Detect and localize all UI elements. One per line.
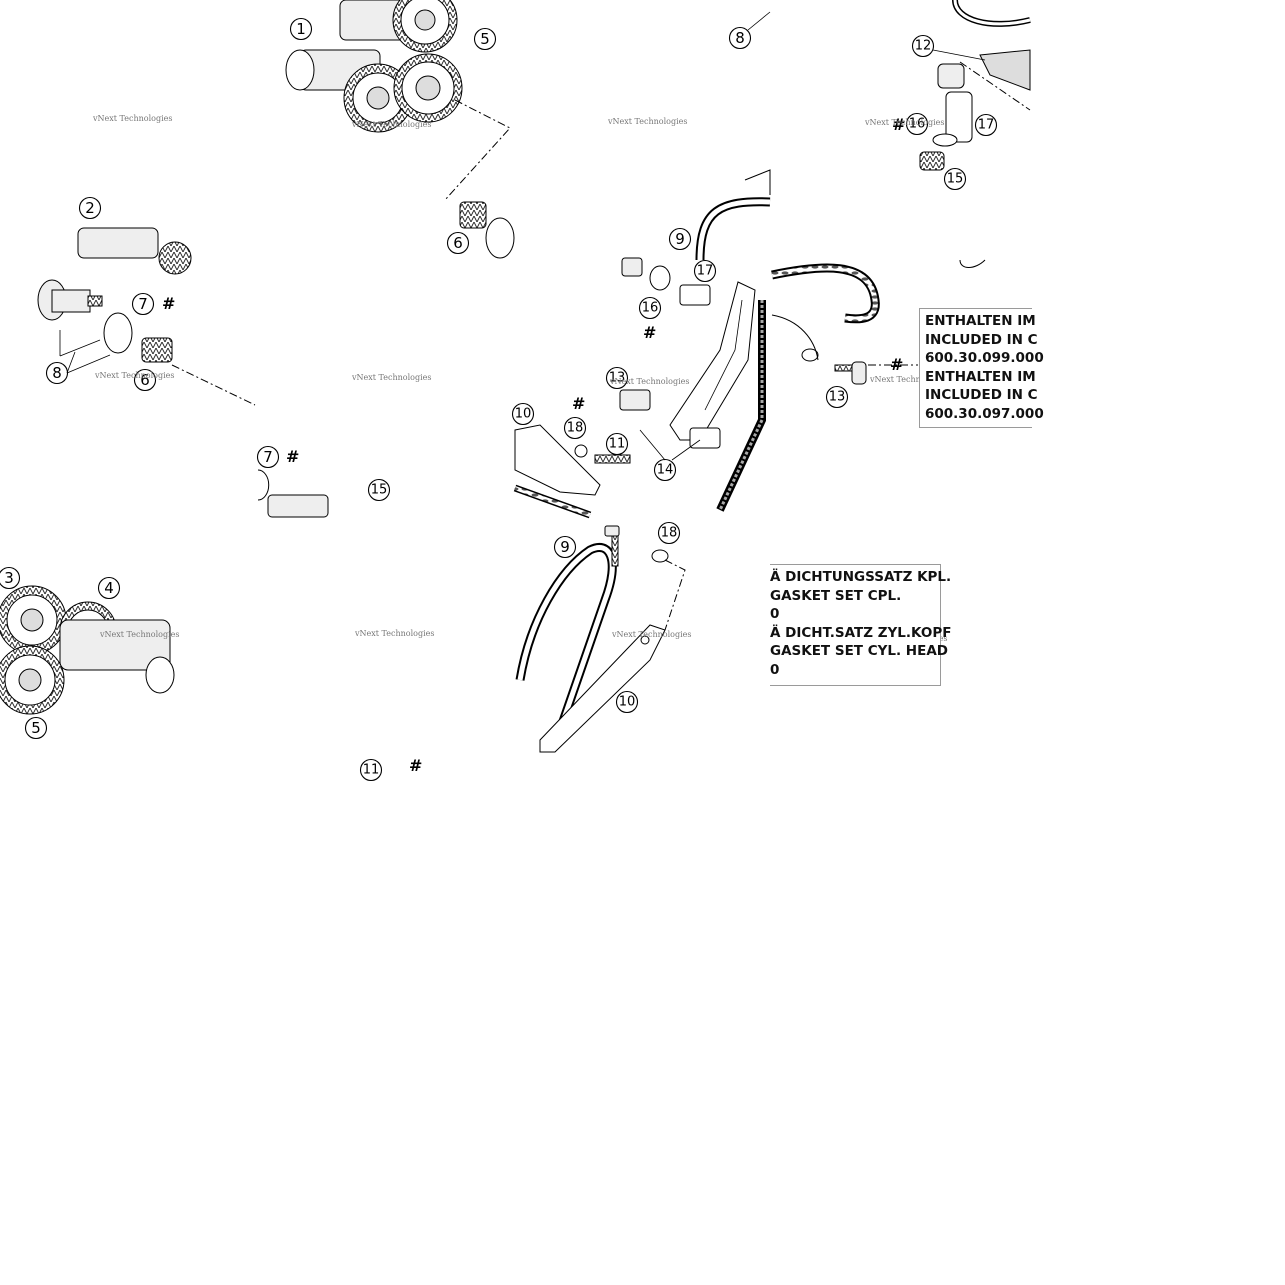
note-line: GASKET SET CPL. xyxy=(770,587,902,604)
note-line: Ä DICHT.SATZ ZYL.KOPF xyxy=(770,624,952,641)
callout-17: 17 xyxy=(978,118,995,133)
hash-mark: # xyxy=(892,115,905,134)
callout-8b: 8 xyxy=(52,364,62,382)
callout-10b: 10 xyxy=(619,695,636,710)
hash-mark: # xyxy=(572,394,585,413)
hash-mark: # xyxy=(643,323,656,342)
hash-mark: # xyxy=(890,355,903,374)
callout-9: 9 xyxy=(675,230,685,248)
note-line: Ä DICHTUNGSSATZ KPL. xyxy=(770,569,952,585)
watermark: vNext Technologies xyxy=(609,377,689,386)
callout-8: 8 xyxy=(735,29,745,47)
tensioner-rail xyxy=(669,281,756,441)
callout-13: 13 xyxy=(609,371,626,386)
callout-13b: 13 xyxy=(829,390,846,405)
callout-3: 3 xyxy=(4,569,14,587)
callout-11: 11 xyxy=(609,437,626,452)
timing-chain-lower xyxy=(515,543,617,732)
callout-16: 16 xyxy=(909,117,926,132)
timing-chain-right xyxy=(771,259,986,362)
callout-6: 6 xyxy=(453,234,463,252)
guide-rail-lower xyxy=(539,624,666,753)
callout-5b: 5 xyxy=(31,719,41,737)
callout-2: 2 xyxy=(85,199,95,217)
mounting-bolts xyxy=(574,257,721,464)
camshaft-assembly-top xyxy=(285,0,463,133)
watermark: vNext Technologies xyxy=(94,371,174,380)
callout-11b: 11 xyxy=(363,763,380,778)
bearing-shaft-assembly xyxy=(37,279,173,363)
guide-rail-left xyxy=(514,424,601,496)
note-line: ENTHALTEN IM xyxy=(925,368,1036,385)
callout-15: 15 xyxy=(947,172,964,187)
camshaft-2 xyxy=(77,227,192,275)
callout-4: 4 xyxy=(104,579,114,597)
callout-18b: 18 xyxy=(661,526,678,541)
camshaft-gears-lower xyxy=(0,585,175,715)
callout-12: 12 xyxy=(915,39,932,54)
note-line: INCLUDED IN C xyxy=(925,387,1038,403)
callout-16b: 16 xyxy=(642,301,659,316)
watermark: vNext Technologies xyxy=(92,114,172,123)
watermark: vNext Technologies xyxy=(869,375,949,384)
callout-15b: 15 xyxy=(371,483,388,498)
note-line: 0 xyxy=(770,606,780,622)
assembly-line xyxy=(444,99,511,201)
hash-mark: # xyxy=(409,756,422,775)
note-line: 0 xyxy=(770,661,780,678)
leader-lines xyxy=(66,11,986,461)
callout-7: 7 xyxy=(138,295,148,313)
bolt-11-lower xyxy=(604,525,669,567)
callout-5: 5 xyxy=(480,30,490,48)
note-box-bottom: Ä DICHTUNGSSATZ KPL. GASKET SET CPL. 0 Ä… xyxy=(770,564,952,686)
watermark: vNext Technologies xyxy=(864,118,944,127)
callout-14: 14 xyxy=(657,463,674,478)
callout-17b: 17 xyxy=(697,264,714,279)
callout-6b: 6 xyxy=(140,371,150,389)
note-line: GASKET SET CYL. HEAD xyxy=(770,643,948,659)
note-box-top: ENTHALTEN IM INCLUDED IN C 600.30.099.00… xyxy=(919,308,1044,428)
camshaft-partial xyxy=(257,469,329,518)
watermark: vNext Technologies xyxy=(611,630,691,639)
callout-9b: 9 xyxy=(560,538,570,556)
needle-bearing xyxy=(459,201,487,229)
hash-mark: # xyxy=(162,294,175,313)
o-ring xyxy=(485,217,515,259)
watermark: vNext Technologies xyxy=(351,120,431,129)
callout-18: 18 xyxy=(567,421,584,436)
watermark: vNext Technologies xyxy=(99,630,179,639)
note-line: INCLUDED IN C xyxy=(925,331,1038,348)
watermark: vNext Technologies xyxy=(607,117,687,126)
hash-mark: # xyxy=(286,447,299,466)
tensioner-parts xyxy=(919,0,1031,171)
watermark: vNext Technologies xyxy=(351,373,431,382)
callout-10: 10 xyxy=(515,407,532,422)
callout-7b: 7 xyxy=(263,448,273,466)
note-line: 600.30.097.000 xyxy=(925,405,1044,422)
note-line: ENTHALTEN IM xyxy=(925,313,1036,329)
callouts xyxy=(0,17,998,782)
note-line: 600.30.099.000 xyxy=(925,350,1044,366)
callout-1: 1 xyxy=(296,20,306,38)
watermark: vNext Technologies xyxy=(354,629,434,638)
bolt-13 xyxy=(834,361,867,385)
timing-chain-upper xyxy=(695,169,771,261)
